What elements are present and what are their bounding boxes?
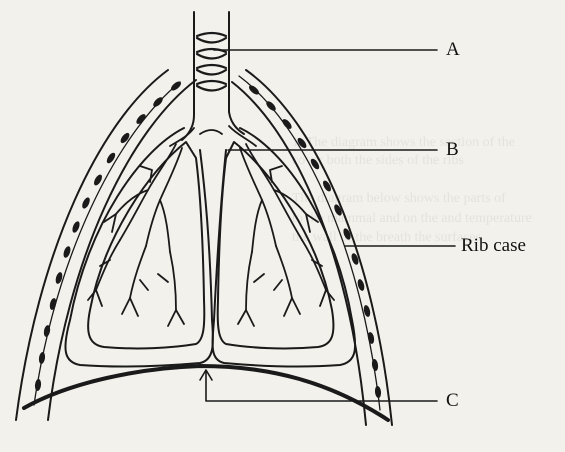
label-rib-case: Rib case (461, 236, 526, 255)
label-c: C (446, 391, 459, 410)
label-b: B (446, 140, 459, 159)
rib-case-left-ribs (34, 80, 182, 391)
pointer-lines (200, 50, 455, 401)
trachea (182, 12, 244, 140)
label-a: A (446, 40, 460, 59)
rib-case-right-ribs (247, 84, 381, 398)
trachea-cartilage-rings (197, 33, 226, 91)
